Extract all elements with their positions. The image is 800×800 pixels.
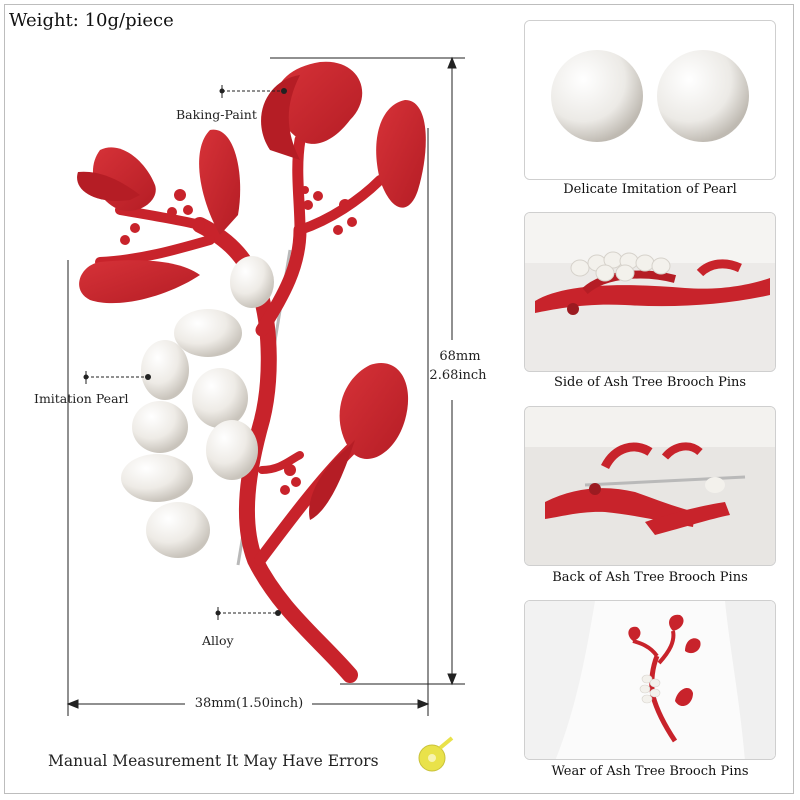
callout-imitation-pearl: Imitation Pearl bbox=[34, 391, 129, 406]
panel-pearl bbox=[524, 20, 776, 180]
panel-back bbox=[524, 406, 776, 566]
measurement-note: Manual Measurement It May Have Errors bbox=[48, 752, 379, 770]
leaf-top bbox=[275, 61, 363, 144]
callout-alloy: Alloy bbox=[202, 633, 234, 648]
pearl-cluster bbox=[121, 256, 274, 558]
leaf-right-upper bbox=[376, 100, 426, 208]
height-mm-label: 68mm bbox=[439, 349, 481, 364]
dimension-lines bbox=[66, 56, 465, 716]
caption-wear: Wear of Ash Tree Brooch Pins bbox=[551, 764, 749, 779]
caption-pearl: Delicate Imitation of Pearl bbox=[563, 182, 737, 197]
panel-wear bbox=[524, 600, 776, 760]
caption-side: Side of Ash Tree Brooch Pins bbox=[553, 375, 747, 390]
caption-back: Back of Ash Tree Brooch Pins bbox=[552, 570, 748, 585]
width-label: 38mm(1.50inch) bbox=[194, 696, 304, 711]
callout-leaders bbox=[86, 90, 282, 614]
pearl-left bbox=[551, 50, 643, 142]
bud-clusters bbox=[120, 186, 357, 495]
leaf-middle bbox=[199, 129, 241, 235]
leaf-right-lower bbox=[339, 363, 409, 459]
callout-baking-paint: Baking-Paint bbox=[176, 107, 257, 122]
panel-side bbox=[524, 212, 776, 372]
leaf-left-lower bbox=[79, 260, 200, 304]
callout-markers bbox=[83, 85, 287, 620]
height-inch-label: 2.68inch bbox=[429, 368, 487, 383]
weight-label: Weight: 10g/piece bbox=[9, 10, 174, 31]
pearl-right bbox=[657, 50, 749, 142]
tape-measure-icon bbox=[418, 736, 454, 772]
